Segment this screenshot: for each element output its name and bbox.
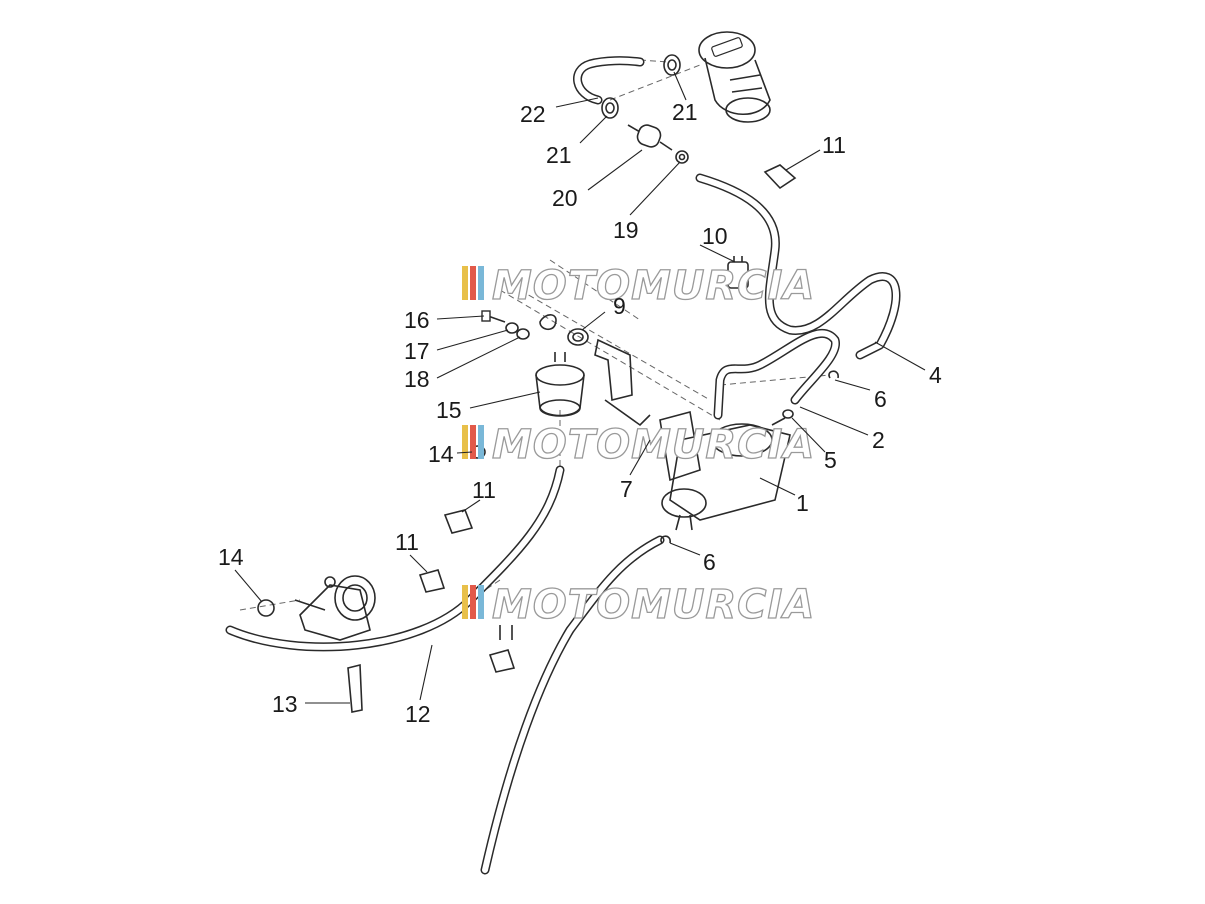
- fuel-pump-15: [535, 352, 585, 417]
- clamp-bracket-9: [567, 328, 589, 346]
- hose-clamp-14-left: [257, 599, 275, 617]
- clamp-6-lower: [660, 535, 671, 544]
- watermark-top: MOTOMURCIA: [462, 262, 815, 310]
- drain-hose: [480, 535, 665, 875]
- callout-16: 16: [404, 307, 430, 333]
- vent-hose-2: [713, 328, 840, 420]
- callout-18: 18: [404, 366, 430, 392]
- callout-20: 20: [552, 185, 578, 211]
- clamp-6-upper: [828, 370, 839, 379]
- callout-14-top: 14: [428, 441, 454, 467]
- callout-11-low: 11: [395, 529, 419, 555]
- assembly-guide-lines: [239, 59, 831, 611]
- strap-7: [659, 411, 701, 482]
- canister-1: [661, 417, 791, 531]
- vent-hose-22: [573, 56, 645, 105]
- hose-clip-11-top: [763, 164, 797, 190]
- callout-13: 13: [272, 691, 298, 717]
- callout-15: 15: [436, 397, 462, 423]
- callout-19: 19: [613, 217, 639, 243]
- vent-hose-upper: [695, 173, 901, 360]
- hose-clip-11-low: [418, 569, 446, 593]
- callout-1: 1: [796, 490, 809, 516]
- clamp-5: [782, 409, 794, 419]
- fuel-filler-cap: [698, 31, 771, 123]
- callout-11-top: 11: [822, 132, 846, 158]
- callout-5: 5: [824, 447, 837, 473]
- callout-4: 4: [929, 362, 942, 388]
- callout-labels: 22 21 21 20 19 11 10 9 16 17 18 15 14 4 …: [218, 99, 942, 727]
- callout-21-upper: 21: [672, 99, 698, 125]
- fuel-tap-assembly: [294, 575, 376, 641]
- clip-9: [539, 314, 557, 331]
- hose-clip-11-mid: [443, 509, 474, 534]
- watermark-text: MOTOMURCIA: [492, 422, 815, 468]
- leader-lines: [234, 71, 926, 704]
- callout-7: 7: [620, 476, 633, 502]
- hose-clamp-21-lower: [601, 97, 619, 119]
- callout-9: 9: [613, 293, 626, 319]
- callout-21-lower: 21: [546, 142, 572, 168]
- bracket-7: [594, 338, 651, 427]
- bracket-13: [347, 663, 363, 713]
- check-valve-20: [627, 124, 673, 151]
- hose-clip-lower: [488, 625, 516, 673]
- callout-12: 12: [405, 701, 431, 727]
- hose-clamp-21-upper: [663, 54, 681, 76]
- screw-16: [481, 310, 506, 323]
- callout-6-lower: 6: [703, 549, 716, 575]
- watermark-bottom: MOTOMURCIA: [462, 581, 815, 629]
- clip-19: [675, 150, 689, 164]
- washer-17: [505, 322, 519, 334]
- callout-6-upper: 6: [874, 386, 887, 412]
- callout-10: 10: [702, 223, 728, 249]
- callout-22: 22: [520, 101, 546, 127]
- watermark-text: MOTOMURCIA: [492, 582, 815, 628]
- watermark-middle: MOTOMURCIA: [462, 421, 815, 469]
- callout-11-mid: 11: [472, 477, 496, 503]
- watermark-text: MOTOMURCIA: [492, 263, 815, 309]
- callout-14-left: 14: [218, 544, 244, 570]
- fuel-hose-12: [225, 465, 565, 652]
- callout-2: 2: [872, 427, 885, 453]
- washer-18: [516, 328, 530, 340]
- callout-17: 17: [404, 338, 430, 364]
